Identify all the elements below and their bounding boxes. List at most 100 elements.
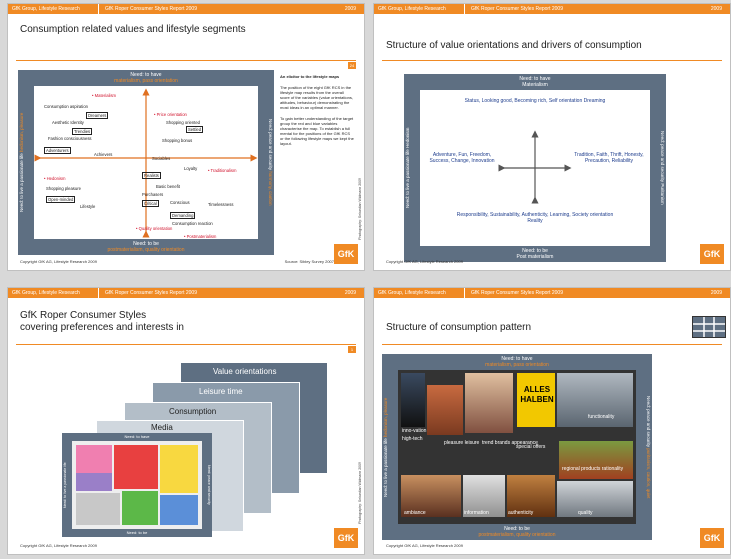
map-right-label: Need: peace and security (660, 131, 665, 183)
photo-phone (400, 372, 426, 428)
map-bottom-label: Need: to be (504, 526, 530, 532)
photo-credit: Photography: Sebastian Widmann 2009 (358, 462, 362, 524)
header-company: GfK Group, Lifestyle Research (378, 6, 446, 12)
map-bottom-sublabel: Post materialism (516, 254, 554, 260)
map-point-postmaterialism: • Postmaterialism (184, 234, 217, 239)
map-point-traditionalism: • Traditionalism (208, 168, 237, 173)
map-left-sublabel: hedonism, pleasure (383, 397, 388, 437)
copyright: Copyright GfK AG, Lifestyle Research 200… (386, 259, 463, 264)
slide-header-bar: GfK Group, Lifestyle Research GfK Roper … (8, 288, 364, 298)
map-right-sublabel: puritanism, caution, quiet (646, 448, 651, 499)
photo-vegetables (558, 440, 634, 480)
segment-red (114, 445, 158, 489)
header-company: GfK Group, Lifestyle Research (378, 290, 446, 296)
map-left-label: Need: to live a passionate life (19, 153, 24, 213)
map-point-achievers: Achievers (94, 152, 113, 157)
photo-shopping-bags (426, 384, 464, 436)
photo-label-pleasure-leisure: pleasure leisure (444, 440, 480, 446)
map-explanation: An elicitor to the lifestyle maps The po… (280, 74, 354, 146)
map-point-realists: Realists (142, 172, 161, 179)
map-top-label: Need: to have (130, 72, 162, 78)
header-year: 2009 (710, 6, 722, 12)
map-left-sublabel: hedonism, pleasure (19, 112, 24, 153)
map-point-loyalty: Loyalty (184, 166, 198, 171)
segment-pink (76, 445, 112, 473)
map-point-basic-benefit: Basic benefit (156, 184, 180, 189)
segment-yellow (160, 445, 198, 493)
map-point-dreamers: Dreamers (86, 112, 109, 119)
copyright: Copyright GfK AG, Lifestyle Research 200… (386, 543, 463, 548)
south-values: Responsibility, Sustainability, Authenti… (456, 212, 614, 224)
header-report: GfK Roper Consumer Styles Report 2009 (98, 288, 197, 298)
map-point-shopping-oriented: Shopping oriented (166, 120, 200, 125)
header-company: GfK Group, Lifestyle Research (12, 6, 80, 12)
segment-blue (160, 495, 198, 525)
slide-consumption-pattern[interactable]: GfK Group, Lifestyle Research GfK Roper … (373, 287, 731, 555)
map-point-fashion-consciousness: Fashion consciousness (48, 136, 92, 141)
map-bottom-sublabel: postmaterialism, quality orientation (107, 247, 185, 253)
photo-party (400, 474, 462, 518)
map-top-label: Need: to have (501, 356, 533, 362)
gfk-logo: GfK (334, 244, 358, 264)
photo-label-functionality: functionality (588, 414, 615, 420)
photo-label-special-offers: special offers (516, 444, 546, 450)
header-report: GfK Roper Consumer Styles Report 2009 (464, 4, 563, 14)
slide-header-bar: GfK Group, Lifestyle Research GfK Roper … (374, 288, 730, 298)
map-right-sublabel: harmony, caution (268, 171, 273, 206)
photo-sale-sign: ALLES HALBEN (516, 372, 556, 428)
explanation-para-1: The position of the eight GfK RCS in the… (280, 85, 353, 110)
map-top-sublabel: Materialism (522, 82, 548, 88)
slide-consumption-values[interactable]: GfK Group, Lifestyle Research GfK Roper … (7, 3, 365, 271)
header-company: GfK Group, Lifestyle Research (12, 290, 80, 296)
map-right-label: Need: peace and security (268, 119, 273, 171)
header-report: GfK Roper Consumer Styles Report 2009 (464, 288, 563, 298)
photo-label-quality: quality (578, 510, 593, 516)
map-bottom-label: Need: to be (522, 248, 548, 254)
map-point-consumption-reaction: Consumption reaction (172, 221, 213, 226)
front-right-label: Need: peace and security (207, 465, 211, 505)
slide-title: GfK Roper Consumer Styles covering prefe… (20, 310, 184, 334)
map-right-label: Need: peace and security (646, 395, 651, 447)
slide-value-structure[interactable]: GfK Group, Lifestyle Research GfK Roper … (373, 3, 731, 271)
east-values: Tradition, Faith, Thrift, Honesty, Preca… (574, 152, 644, 164)
map-point-conscious: Conscious (170, 200, 190, 205)
cross-arrows (498, 130, 572, 204)
front-left-label: Need: to live a passionate life (63, 462, 67, 508)
map-point-trendies: Trendies (72, 128, 93, 135)
map-plot-area: Status, Looking good, Becoming rich, Sel… (420, 90, 650, 246)
divider (16, 344, 356, 345)
explanation-title: An elicitor to the lifestyle maps (280, 74, 340, 79)
map-right-sublabel: Puritanism (660, 183, 665, 205)
map-bottom-label: Need: to be (133, 241, 159, 247)
map-point-critical: Critical (142, 200, 159, 207)
map-point-sociables: Sociables (152, 156, 171, 161)
photo-fashion (464, 372, 514, 434)
photo-credit: Photography: Sebastian Widmann 2009 (358, 178, 362, 240)
map-point-consumption-aspiration: Consumption aspiration (44, 104, 88, 109)
slide-title: Consumption related values and lifestyle… (20, 24, 246, 35)
divider (16, 60, 356, 61)
map-point-materialism: • Materialism (92, 93, 117, 98)
segment-green (122, 491, 158, 525)
map-point-settled: Settled (186, 126, 204, 133)
map-point-price-orientation: • Price orientation (154, 112, 187, 117)
copyright: Copyright GfK AG, Lifestyle Research 200… (20, 259, 97, 264)
photo-label-information: information (464, 510, 489, 516)
value-map: Need: to have Materialism Need: to be Po… (404, 74, 666, 262)
slide-header-bar: GfK Group, Lifestyle Research GfK Roper … (8, 4, 364, 14)
segment-grid (72, 441, 202, 529)
lifestyle-map: Need: to have materialism, pass orientat… (18, 70, 274, 255)
title-line-2: covering preferences and interests in (20, 322, 184, 333)
explanation-para-2: To gain better understanding of the targ… (280, 116, 354, 146)
front-segment-map: Need: to have Need: to be Need: to live … (62, 433, 212, 537)
page-number: 1 (348, 346, 356, 353)
slide-consumer-styles[interactable]: GfK Group, Lifestyle Research GfK Roper … (7, 287, 365, 555)
front-bottom-label: Need: to be (126, 530, 148, 535)
map-point-shopping-pleasure: Shopping pleasure (46, 186, 81, 191)
title-line-1: GfK Roper Consumer Styles (20, 310, 147, 321)
gfk-logo: GfK (700, 244, 724, 264)
map-left-label: Need: to live a passionate life (405, 149, 410, 209)
header-year: 2009 (344, 6, 356, 12)
